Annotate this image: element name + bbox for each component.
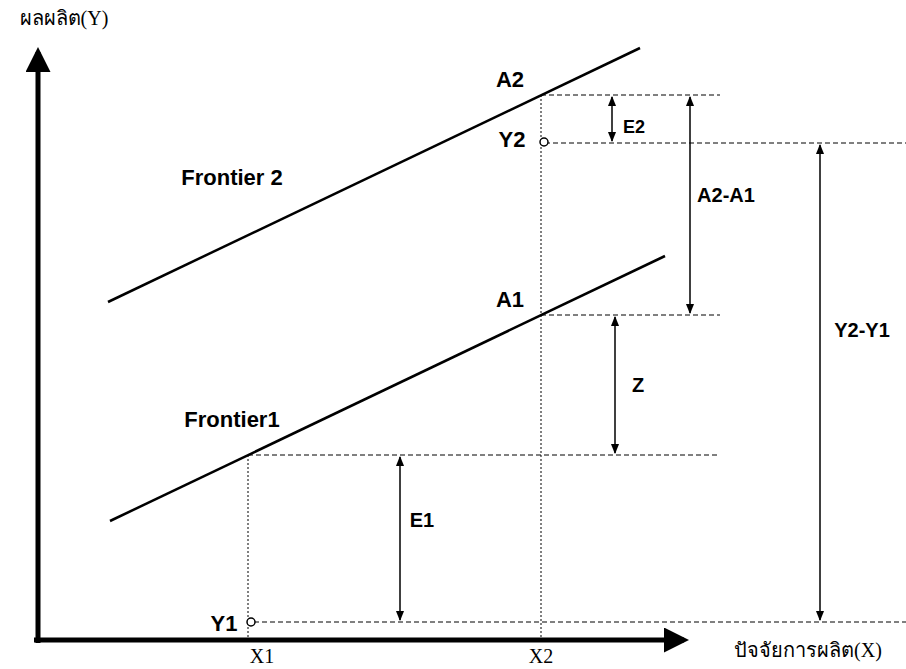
axis-title: ผลผลิต(Y) xyxy=(20,7,109,29)
gap-label: A2-A1 xyxy=(697,184,755,206)
dimension-arrow xyxy=(611,97,613,141)
dimension-arrow xyxy=(819,145,821,620)
curve-label: Frontier1 xyxy=(184,408,279,432)
gap-label: Z xyxy=(632,374,644,396)
frontier-line xyxy=(110,256,665,521)
guide-line xyxy=(248,455,249,637)
dimension-arrow xyxy=(614,317,616,453)
observation-point xyxy=(247,618,255,626)
dimension-arrow xyxy=(689,97,691,313)
guide-line xyxy=(541,95,720,96)
frontier-line xyxy=(108,48,640,302)
guide-line xyxy=(248,455,720,456)
gap-label: E2 xyxy=(623,118,645,138)
point-label: A1 xyxy=(496,288,524,312)
y-axis xyxy=(36,52,41,643)
guide-line xyxy=(541,315,720,316)
x-axis xyxy=(34,638,684,643)
curve-label: Frontier 2 xyxy=(181,166,282,190)
point-label: A2 xyxy=(496,68,524,92)
axis-title: ปัจจัยการผลิต(X) xyxy=(734,639,882,661)
axis-tick-label: X1 xyxy=(250,645,274,667)
point-label: Y2 xyxy=(499,128,526,152)
observation-point xyxy=(540,138,548,146)
guide-line xyxy=(254,622,906,623)
point-label: Y1 xyxy=(211,612,238,636)
dimension-arrow xyxy=(399,457,401,620)
guide-line xyxy=(545,143,906,144)
guide-line xyxy=(541,95,542,637)
axis-tick-label: X2 xyxy=(529,645,553,667)
gap-label: E1 xyxy=(410,509,434,531)
gap-label: Y2-Y1 xyxy=(834,319,890,341)
